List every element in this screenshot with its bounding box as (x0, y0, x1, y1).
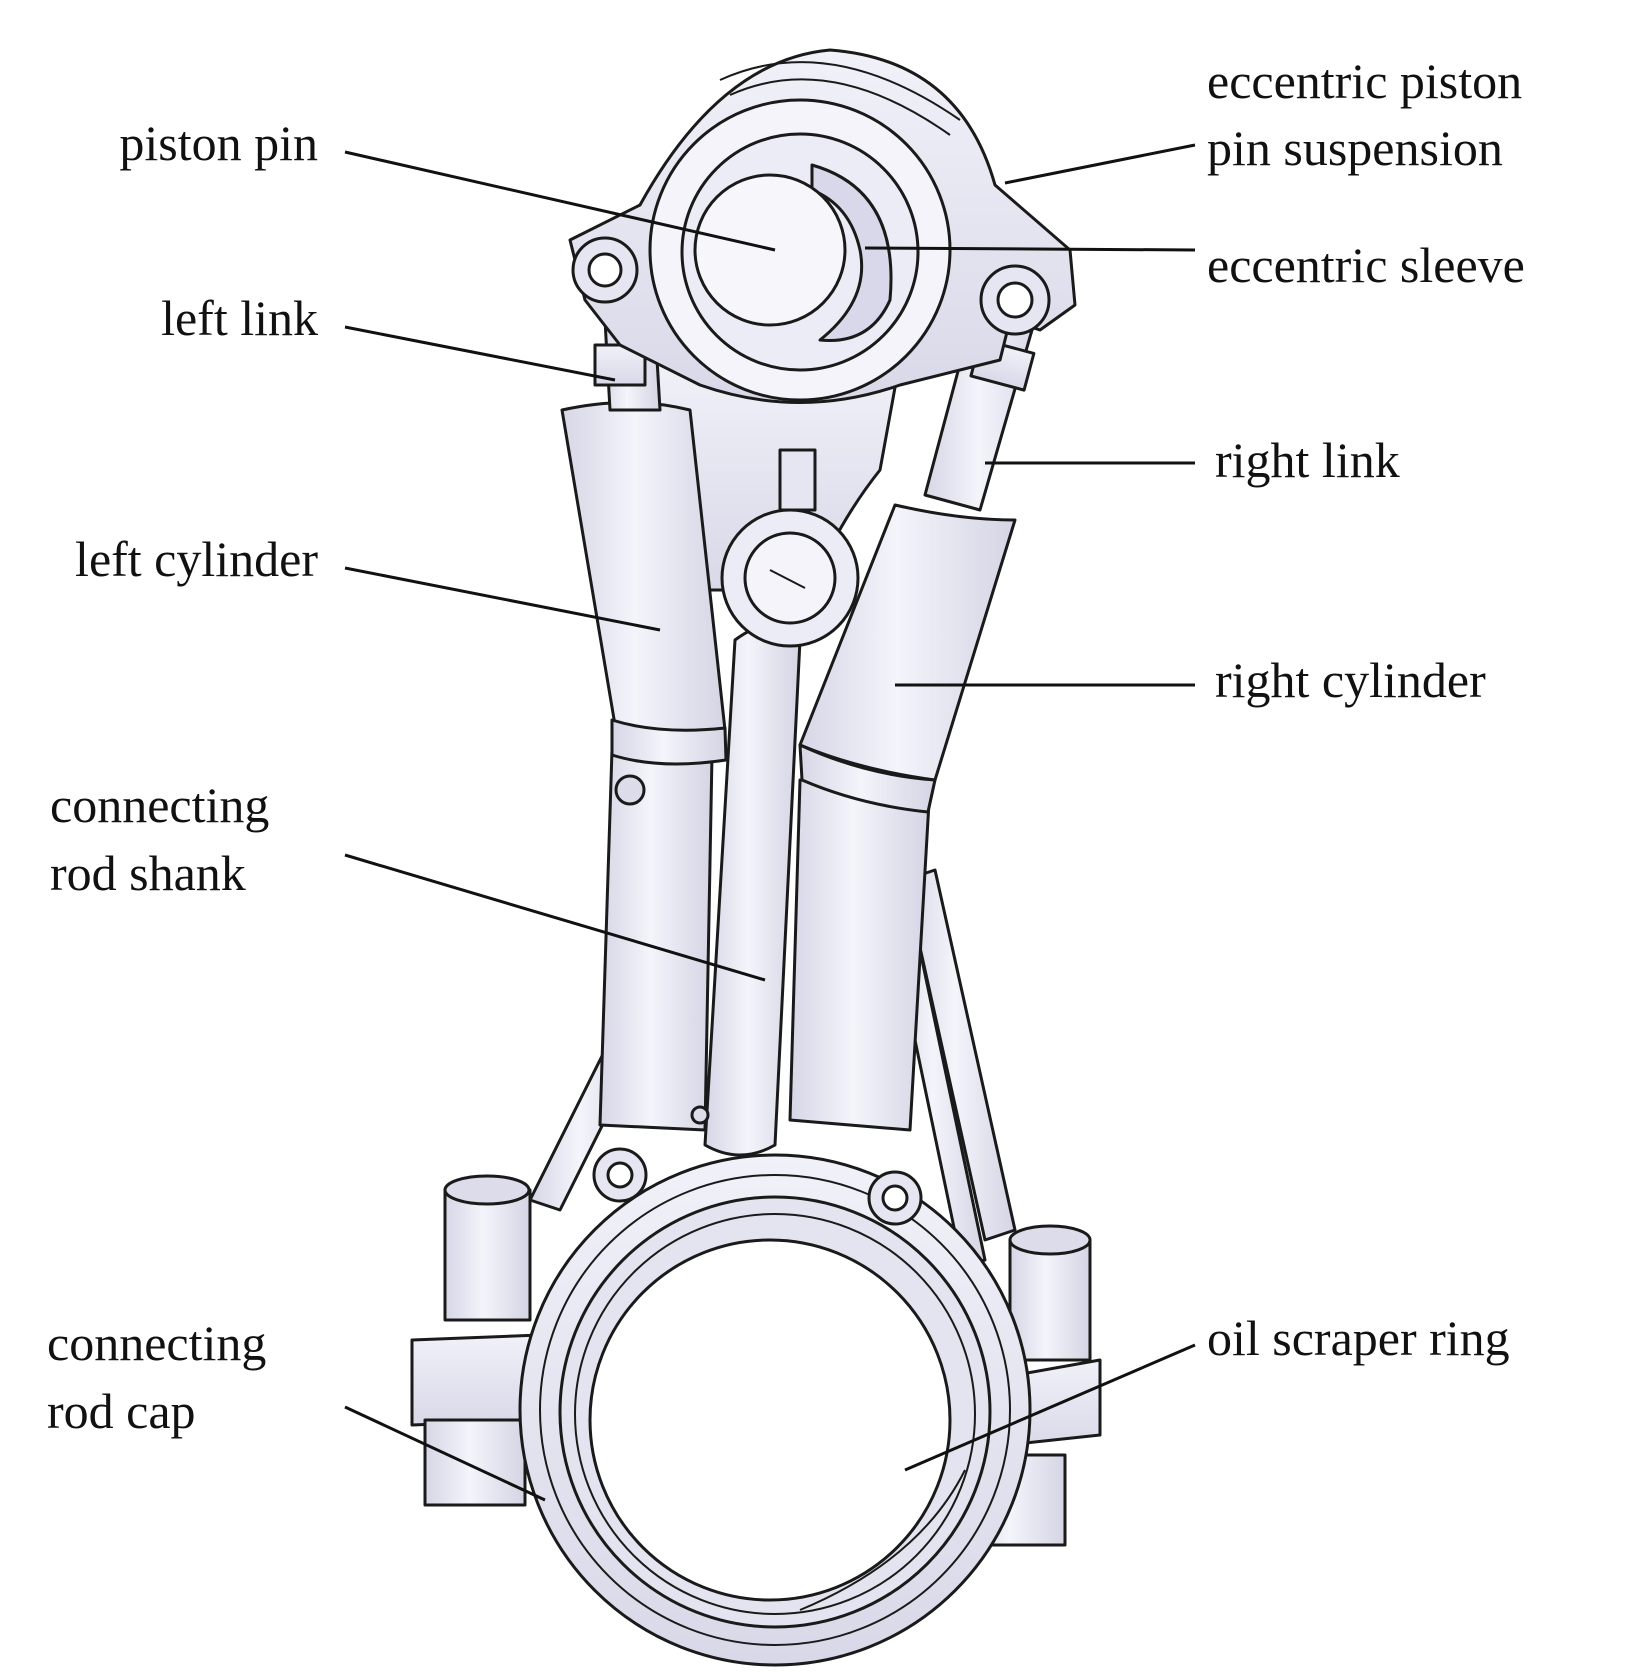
leader-lines (344, 143, 1196, 1502)
connecting-rod-cap (410, 1147, 1102, 1667)
label-rod-cap-line1: connecting (47, 1315, 266, 1371)
label-eccentric-sleeve: eccentric sleeve (1207, 237, 1525, 293)
label-suspension-line2: pin suspension (1207, 120, 1503, 176)
left-cylinder (560, 401, 728, 766)
label-right-link: right link (1215, 432, 1400, 488)
mechanism-drawing (410, 48, 1102, 1667)
label-left-cylinder: left cylinder (75, 531, 318, 587)
label-rod-cap-line2: rod cap (47, 1383, 196, 1439)
right-cylinder (798, 503, 1017, 814)
label-right-cylinder: right cylinder (1215, 652, 1486, 708)
leader-left-link (344, 325, 616, 382)
label-left-link: left link (161, 290, 318, 346)
label-oil-scraper-ring: oil scraper ring (1207, 1310, 1510, 1366)
leader-oil-scraper-ring (904, 1343, 1196, 1472)
label-rod-shank-line1: connecting (50, 777, 269, 833)
leader-eccentric-sleeve (864, 246, 1196, 252)
central-pin (720, 448, 860, 648)
leader-left-cylinder (344, 566, 661, 632)
labels: piston pin left link left cylinder conne… (47, 53, 1525, 1439)
leader-rod-shank (344, 853, 766, 982)
label-piston-pin: piston pin (119, 115, 318, 171)
connecting-rod-shank (598, 623, 932, 1157)
label-suspension-line1: eccentric piston (1207, 53, 1522, 109)
leader-rod-cap (344, 1405, 546, 1502)
oil-scraper-ring (799, 1469, 966, 1611)
leader-piston-pin (344, 150, 776, 252)
leader-suspension (1004, 143, 1196, 185)
label-rod-shank-line2: rod shank (50, 845, 246, 901)
